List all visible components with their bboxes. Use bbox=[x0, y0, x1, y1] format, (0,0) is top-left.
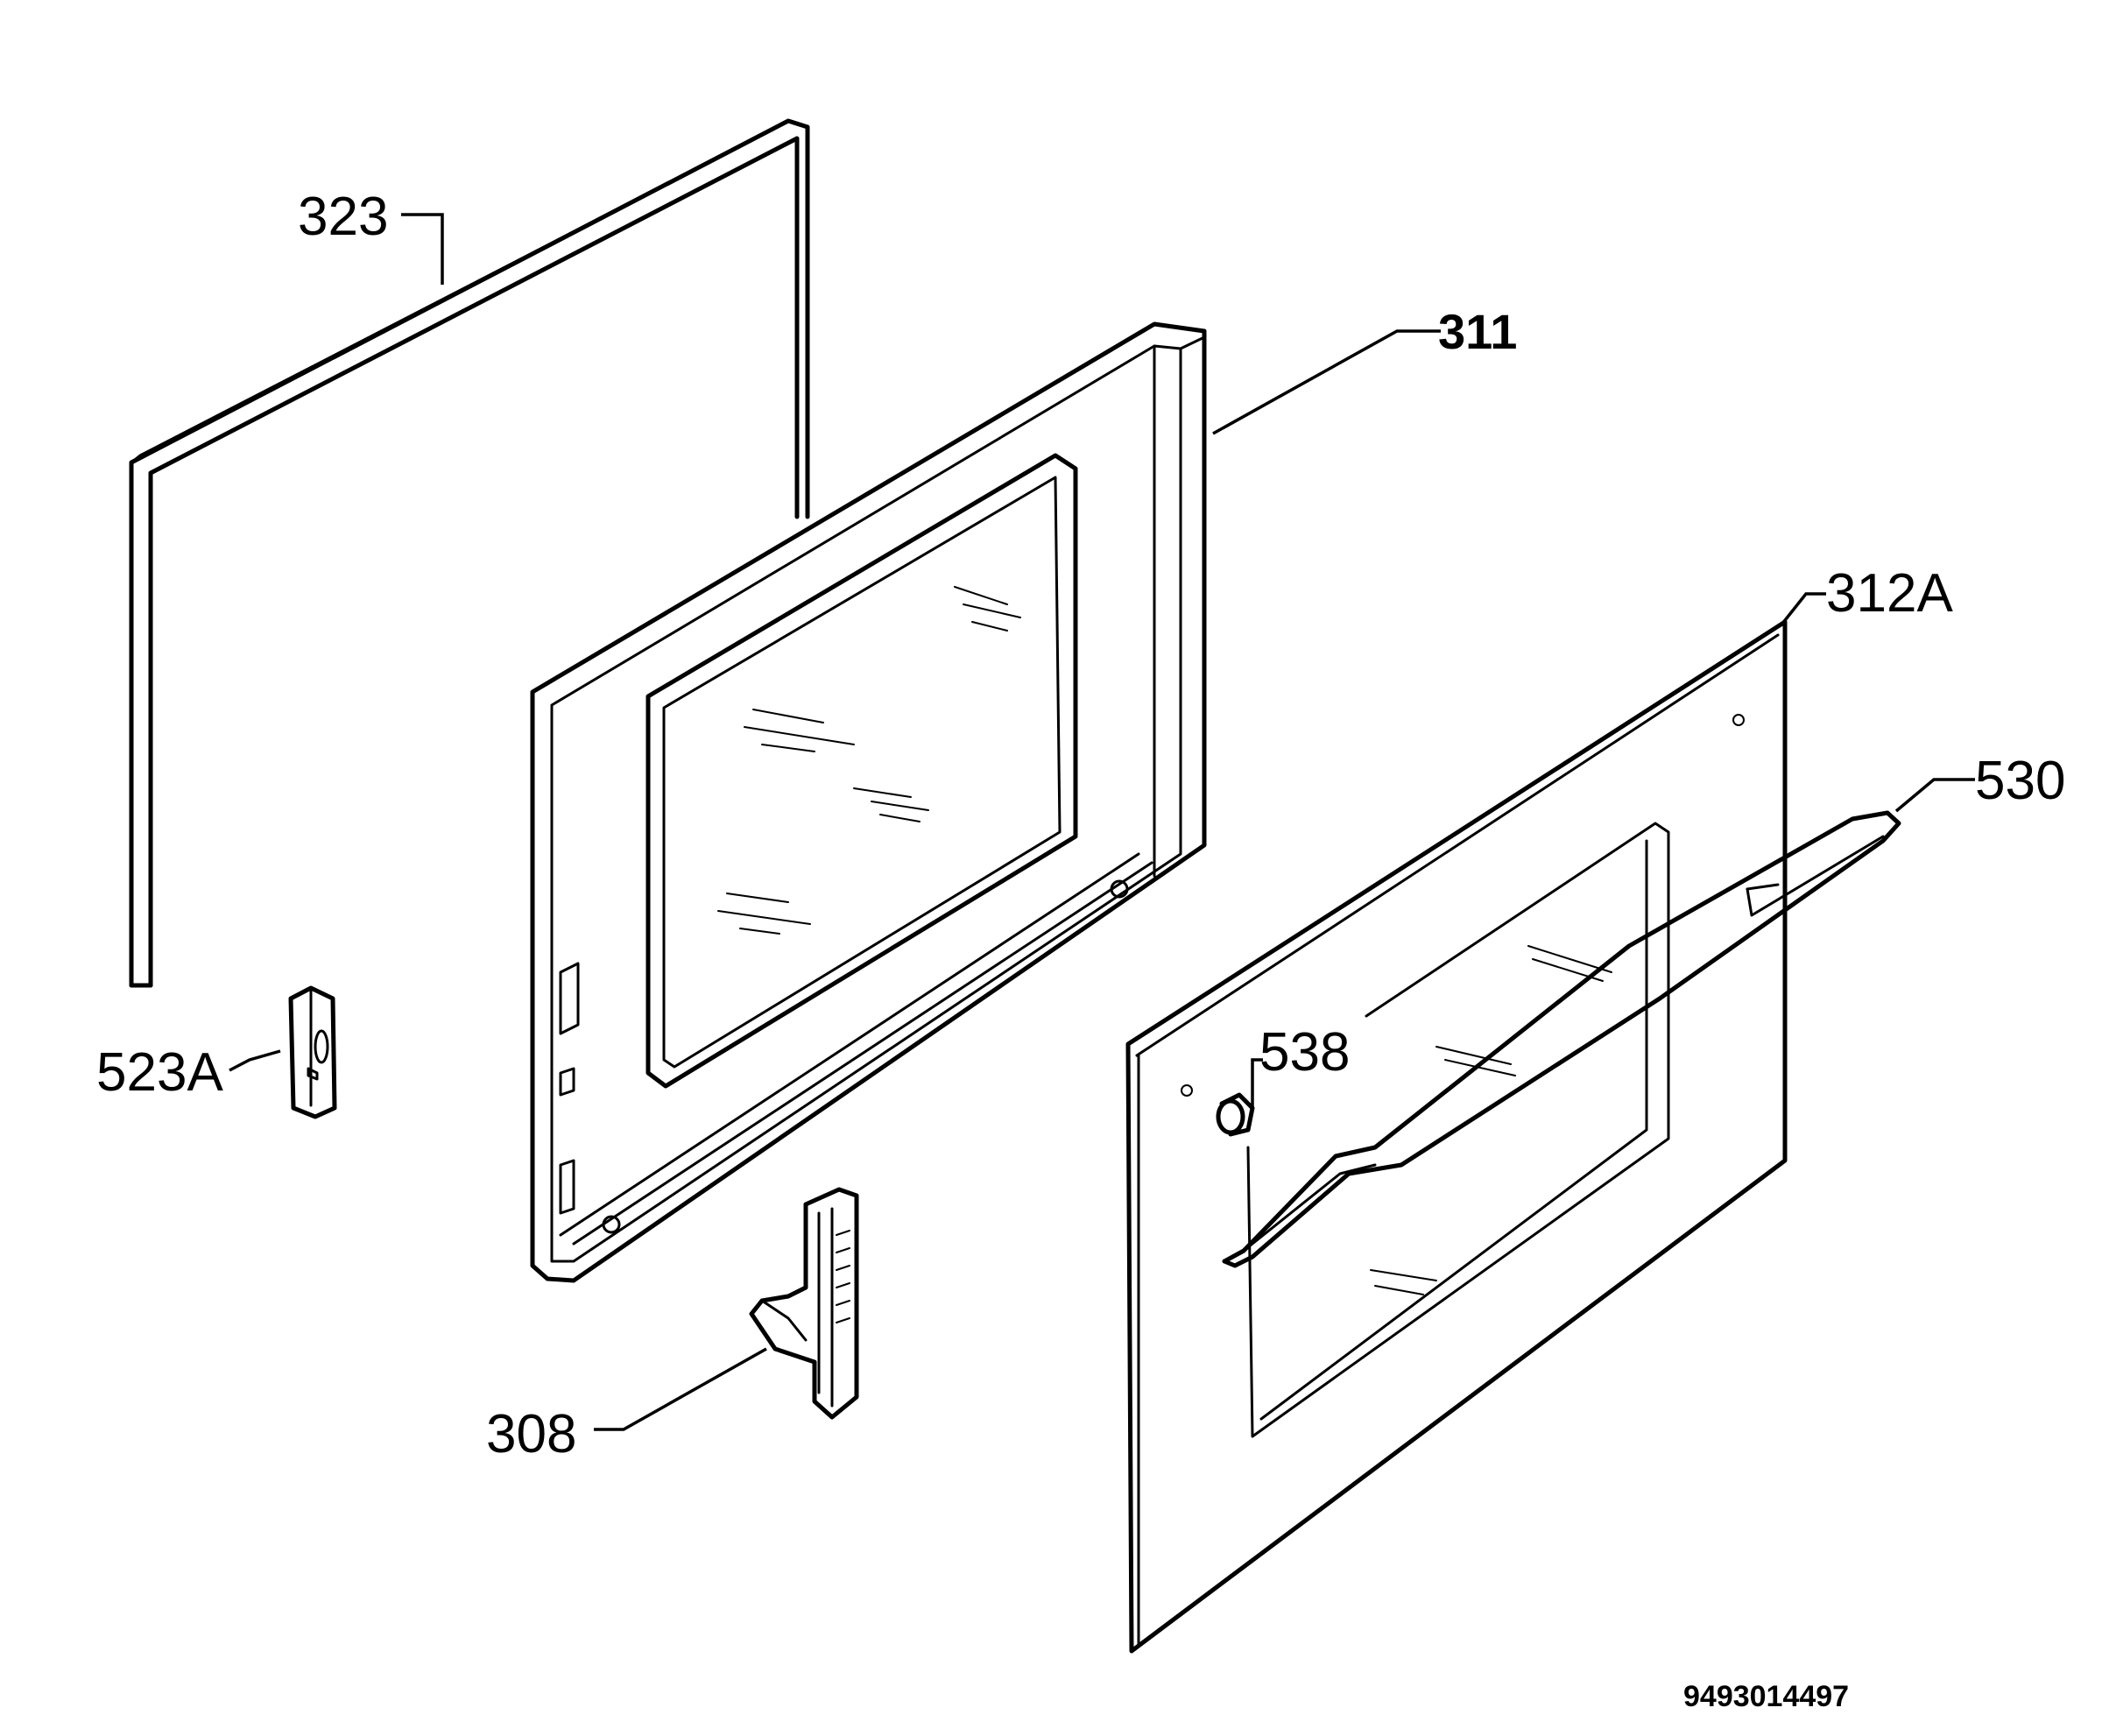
part-530-door-handle bbox=[1222, 810, 1901, 1268]
part-312a-outer-glass-panel bbox=[1125, 619, 1788, 1654]
part-308-hinge bbox=[749, 1187, 859, 1420]
label-538: 538 bbox=[1259, 1022, 1350, 1083]
label-530: 530 bbox=[1975, 751, 2065, 811]
label-323: 323 bbox=[298, 187, 388, 247]
leader-lines bbox=[229, 213, 1975, 1431]
label-312a: 312A bbox=[1826, 563, 1953, 624]
label-523a: 523A bbox=[96, 1042, 223, 1103]
part-538-spacer bbox=[1216, 1092, 1255, 1137]
label-311: 311 bbox=[1438, 304, 1517, 359]
part-323-door-seal bbox=[129, 118, 810, 988]
part-311-inner-door-frame bbox=[530, 321, 1207, 1283]
document-number: 9493014497 bbox=[1683, 1680, 1849, 1713]
part-523a-door-catch bbox=[288, 985, 337, 1119]
label-308: 308 bbox=[486, 1404, 576, 1464]
